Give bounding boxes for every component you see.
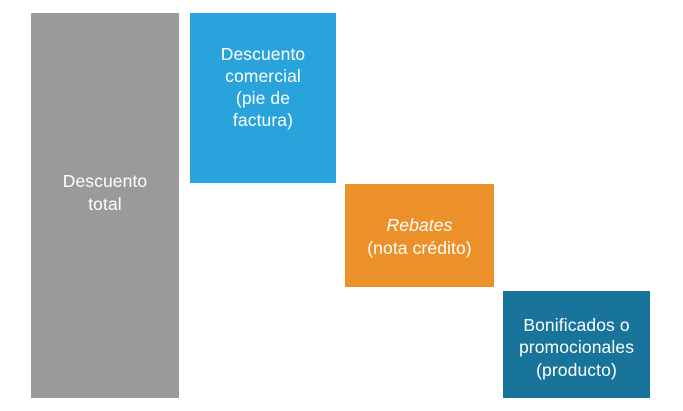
- bar-label-line-1: promocionales: [518, 337, 635, 358]
- bar-label-line-0: Descuento: [220, 43, 306, 64]
- bar-label-rebates: Rebates(nota crédito): [345, 214, 494, 258]
- bar-label-line-0: Descuento: [62, 171, 148, 192]
- bar-label-line-1: total: [88, 193, 122, 214]
- bar-label-line-0: Bonificados o: [523, 315, 630, 336]
- bar-label-line-1: (nota crédito): [367, 237, 472, 258]
- bar-label-line-2: (pie de: [235, 88, 291, 108]
- bar-label-line-3: factura): [232, 110, 294, 131]
- bar-label-line-1: comercial: [225, 65, 301, 86]
- bar-rebates[interactable]: Rebates(nota crédito): [345, 184, 494, 287]
- bar-label-line-2: (producto): [536, 359, 617, 380]
- bar-label-line-0: Rebates: [386, 215, 453, 236]
